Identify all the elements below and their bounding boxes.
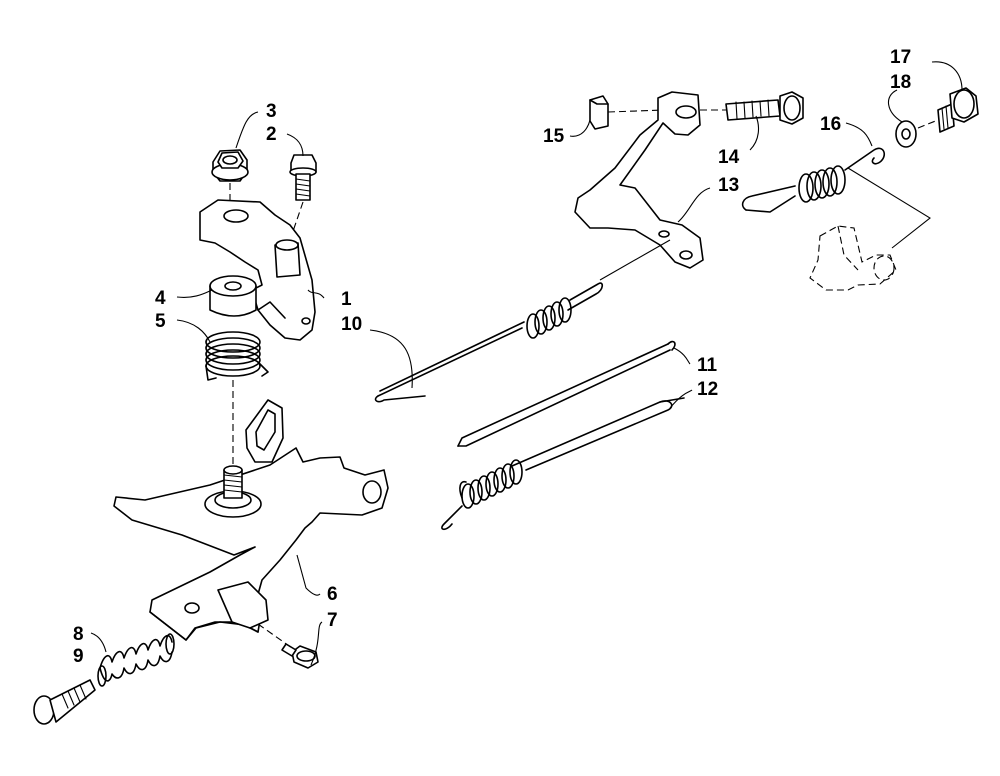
callout-16: 16 xyxy=(820,114,841,135)
extension-spring-rod xyxy=(441,397,685,531)
callout-5: 5 xyxy=(155,311,166,332)
pivot-bolt xyxy=(725,91,804,125)
callout-9: 9 xyxy=(73,646,84,667)
flange-nut xyxy=(211,149,249,182)
callout-10: 10 xyxy=(341,314,362,335)
callout-12: 12 xyxy=(697,379,718,400)
throttle-bracket xyxy=(199,199,316,341)
shoulder-bolt xyxy=(937,87,979,133)
callout-6: 6 xyxy=(327,584,338,605)
spacer-block xyxy=(589,95,609,130)
long-bolt xyxy=(33,679,96,725)
callout-13: 13 xyxy=(718,175,739,196)
callout-1: 1 xyxy=(341,289,352,310)
small-screw xyxy=(281,643,319,669)
callout-2: 2 xyxy=(266,124,277,145)
callout-4: 4 xyxy=(155,288,166,309)
callout-18: 18 xyxy=(890,72,911,93)
throttle-spring-rod xyxy=(374,282,604,403)
callout-7: 7 xyxy=(327,610,338,631)
callout-15: 15 xyxy=(543,126,565,147)
collar xyxy=(209,275,257,317)
straight-rod xyxy=(457,340,676,447)
callout-17: 17 xyxy=(890,47,911,68)
callout-14: 14 xyxy=(718,147,740,168)
lever-arm xyxy=(574,91,704,269)
return-spring xyxy=(741,147,886,213)
housing-reference xyxy=(809,225,897,291)
torsion-spring xyxy=(205,331,269,381)
callout-8: 8 xyxy=(73,624,84,645)
callout-11: 11 xyxy=(697,355,718,376)
flange-bolt xyxy=(289,154,317,201)
main-plate xyxy=(113,399,389,641)
callout-3: 3 xyxy=(266,101,277,122)
compression-spring xyxy=(97,633,175,687)
washer xyxy=(895,120,917,148)
